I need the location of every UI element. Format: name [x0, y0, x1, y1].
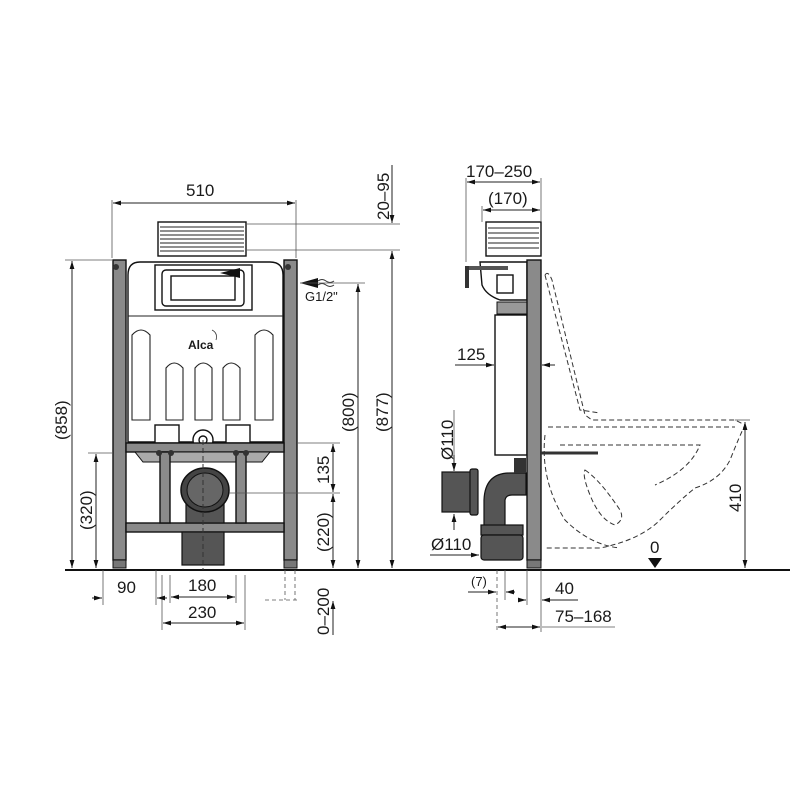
seat-height-dimension: 410	[726, 484, 745, 512]
flush-box	[157, 221, 247, 257]
box-offset-dimension: 20–95	[374, 173, 393, 220]
frame-crossbar-lower	[125, 522, 285, 533]
svg-text:Alca: Alca	[188, 338, 214, 352]
depth-range-dimension: 170–250	[466, 162, 532, 181]
alca-logo: Alca	[188, 329, 217, 352]
frame-post-left	[112, 259, 127, 561]
box-depth-dimension: (170)	[488, 189, 528, 208]
frame-crossbar-upper	[125, 442, 285, 453]
frame-post-right	[283, 259, 298, 561]
tank-depth-dimension: 125	[457, 345, 485, 364]
bolt-spacing-dimension: 180	[188, 576, 216, 595]
floor-level-marker	[648, 558, 662, 568]
cistern-side	[494, 314, 528, 456]
total-height-dimension: (877)	[373, 392, 392, 432]
foot-dimension: 90	[117, 578, 136, 597]
pipe-diameter-bottom-dimension: Ø110	[431, 535, 471, 554]
frame-depth-dimension: 40	[555, 579, 574, 598]
pipe-diameter-top-dimension: Ø110	[438, 420, 457, 460]
drain-offset-dimension: 135	[314, 456, 333, 484]
frame-height-dimension: (858)	[52, 400, 71, 440]
drain-height-dimension: (320)	[77, 490, 96, 530]
width-dimension: 510	[186, 181, 214, 200]
mount-width-dimension: 230	[188, 603, 216, 622]
side-view: 0 170–250 (170) 125 Ø110 Ø110 (7) 40	[430, 162, 750, 632]
toilet-outline	[543, 272, 746, 549]
front-view: Alca G1/2"	[52, 165, 400, 635]
outlet-height-dimension: (220)	[314, 512, 333, 552]
drain-bend	[483, 472, 527, 531]
adjust-range-dimension: 0–200	[314, 588, 333, 635]
drain-pipe-front	[180, 440, 230, 570]
floor-level-label: 0	[650, 538, 659, 557]
offset-dimension: (7)	[471, 574, 487, 589]
outlet-range-dimension: 75–168	[555, 607, 612, 626]
tank-ribs	[131, 329, 274, 421]
inlet-height-dimension: (800)	[339, 392, 358, 432]
flush-box-side	[485, 221, 542, 257]
inlet-thread-label: G1/2"	[305, 289, 338, 304]
frame-side	[526, 259, 542, 561]
